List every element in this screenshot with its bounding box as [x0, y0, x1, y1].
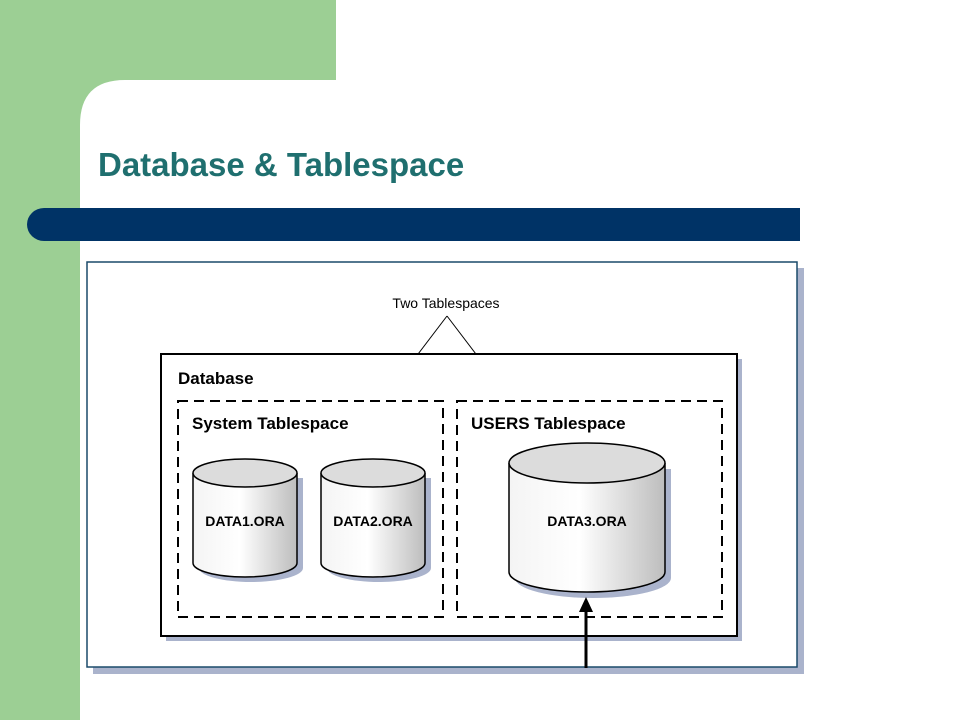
cylinder-top: [508, 442, 666, 484]
database-label: Database: [178, 369, 254, 388]
top-green-block: [80, 0, 336, 80]
users-tablespace-box: [456, 400, 723, 618]
cylinder-top: [320, 458, 426, 488]
system-tablespace-box: [177, 400, 444, 618]
datafile-label: DATA3.ORA: [547, 513, 627, 529]
slide-title: Database & Tablespace: [98, 146, 465, 183]
cylinder-top: [192, 458, 298, 488]
datafile-label: DATA1.ORA: [205, 513, 285, 529]
arrow-head: [579, 597, 593, 612]
white-corner-curve: [80, 80, 125, 125]
datafile-label: DATA2.ORA: [333, 513, 413, 529]
datafile-cylinder-data1: DATA1.ORA: [192, 458, 303, 582]
template-decoration: [0, 0, 801, 720]
datafile-cylinder-data2: DATA2.ORA: [320, 458, 431, 582]
system-tablespace-label: System Tablespace: [192, 414, 349, 433]
arrow-to-data3: [579, 597, 593, 668]
title-underline-bar: [27, 208, 801, 241]
cylinder-body: [508, 463, 666, 593]
cylinder-body: [192, 473, 298, 578]
users-tablespace-label: USERS Tablespace: [471, 414, 626, 433]
cylinder-body: [320, 473, 426, 578]
left-green-sidebar: [0, 0, 80, 720]
callout-label: Two Tablespaces: [392, 295, 499, 311]
datafile-cylinder-data3: DATA3.ORA: [508, 442, 671, 598]
